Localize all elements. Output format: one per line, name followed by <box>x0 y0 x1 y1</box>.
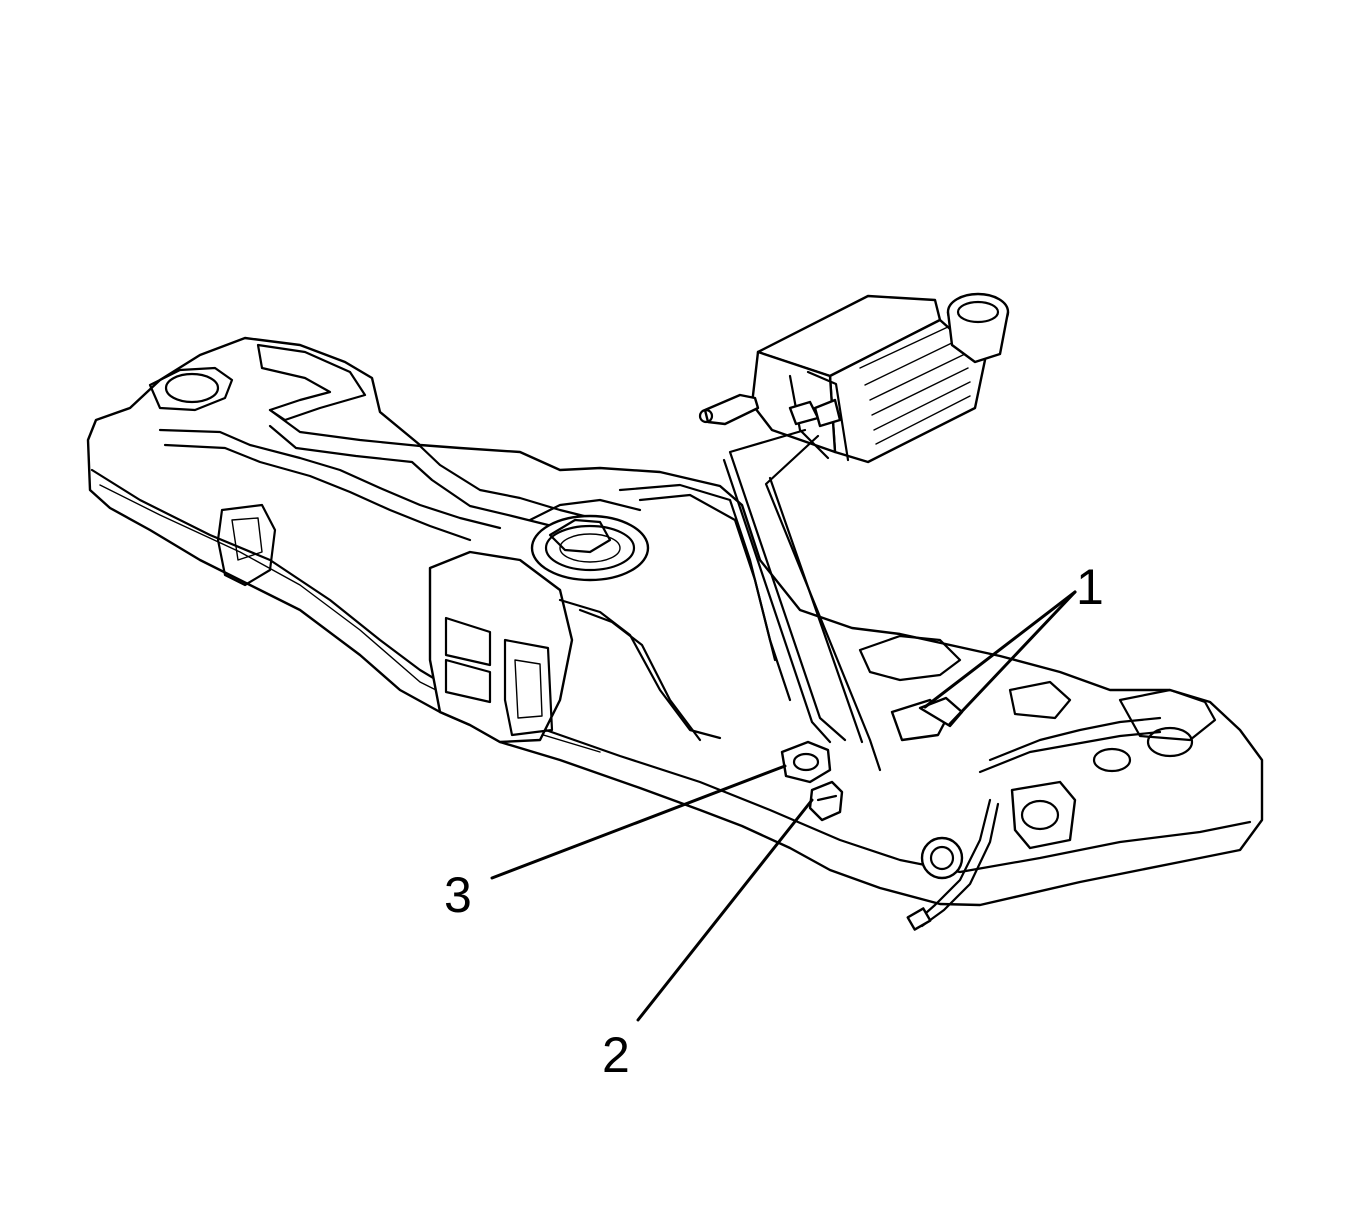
evap-lines <box>722 428 964 822</box>
leader-3 <box>490 764 787 880</box>
evap-canister <box>698 292 1010 464</box>
callout-2: 2 <box>602 1027 630 1083</box>
callout-3: 3 <box>444 867 472 923</box>
callout-1: 1 <box>1076 559 1104 615</box>
fuel-tank <box>86 336 1264 931</box>
leader-2 <box>636 798 814 1022</box>
leader-1a <box>923 590 1077 709</box>
callout-leaders <box>490 590 1077 1022</box>
leader-1b <box>948 590 1077 726</box>
